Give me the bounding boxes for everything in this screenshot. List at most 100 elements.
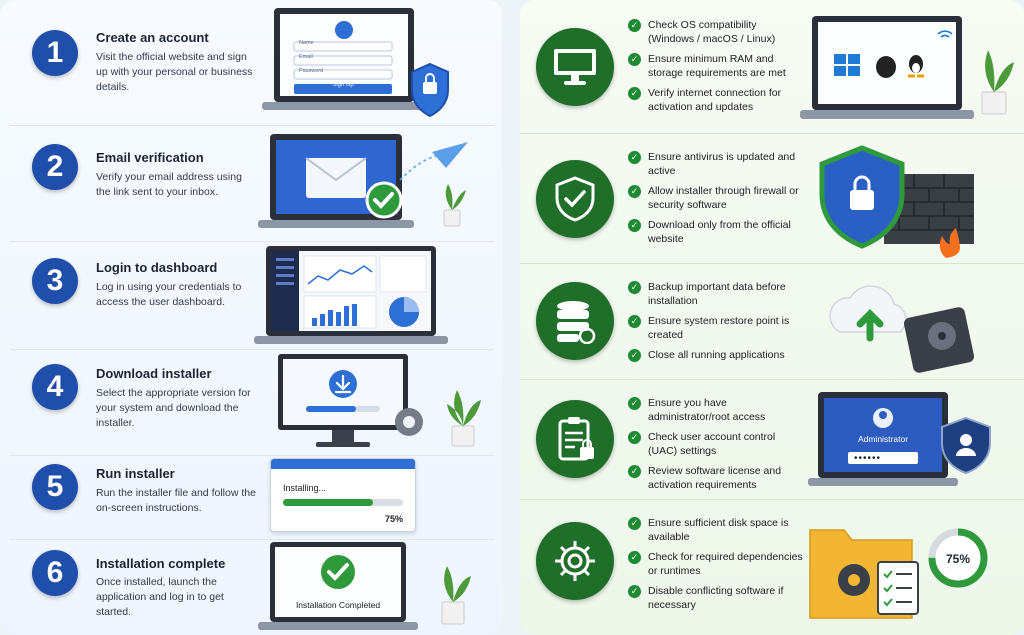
- checklist: ✓Ensure you have administrator/root acce…: [628, 396, 803, 498]
- step-number: 1: [32, 30, 78, 76]
- check-item: ✓Disable conflicting software if necessa…: [628, 584, 803, 612]
- step-3: 3 Login to dashboard Log in using your c…: [10, 242, 494, 350]
- step-number: 5: [32, 464, 78, 510]
- checkmark-icon: ✓: [628, 315, 641, 328]
- section-disk-dependencies: ✓Ensure sufficient disk space is availab…: [520, 500, 1024, 635]
- step-number: 4: [32, 364, 78, 410]
- checkmark-icon: ✓: [628, 431, 641, 444]
- laptop-os-illustration: [800, 16, 1014, 119]
- step-title: Email verification: [96, 150, 204, 165]
- gauge-percent: 75%: [945, 552, 971, 566]
- gear-icon: [555, 541, 595, 581]
- gear-icon-circle: [536, 522, 614, 600]
- check-item: ✓Ensure system restore point is created: [628, 314, 803, 342]
- step-5: 5 Run installer Run the installer file a…: [10, 456, 494, 540]
- name-field-label: Name: [299, 40, 314, 46]
- check-item: ✓Check for required dependencies or runt…: [628, 550, 803, 578]
- section-backup: ✓Backup important data before installati…: [520, 264, 1024, 380]
- gauge-arc: [928, 528, 988, 588]
- avatar-icon: [335, 21, 353, 39]
- step-title: Download installer: [96, 366, 212, 381]
- check-item: ✓Ensure minimum RAM and storage requirem…: [628, 52, 803, 80]
- folder-checklist-illustration: [809, 529, 919, 619]
- step-4: 4 Download installer Select the appropri…: [10, 350, 494, 456]
- step-number: 3: [32, 258, 78, 304]
- signup-button-label: Sign Up: [332, 82, 354, 88]
- paper-plane-icon: [432, 142, 468, 168]
- checkmark-icon: ✓: [628, 185, 641, 198]
- monitor-icon: [554, 49, 596, 85]
- fire-icon: [939, 228, 960, 258]
- monitor-icon-circle: [536, 28, 614, 106]
- laptop-signup-illustration: [262, 8, 449, 118]
- laptop-complete-illustration: [258, 542, 471, 630]
- step-description: Select the appropriate version for your …: [96, 387, 251, 429]
- disk-usage-gauge: [928, 528, 988, 588]
- checkmark-icon: ✓: [628, 87, 641, 100]
- step-title: Installation complete: [96, 556, 226, 571]
- step-description: Verify your email address using the link…: [96, 171, 242, 198]
- windows-logo-icon: [834, 54, 846, 64]
- clipboard-lock-icon-circle: [536, 400, 614, 478]
- checklist: ✓Backup important data before installati…: [628, 280, 803, 368]
- check-item: ✓Allow installer through firewall or sec…: [628, 184, 803, 212]
- checkmark-icon: ✓: [628, 551, 641, 564]
- check-item: ✓Ensure sufficient disk space is availab…: [628, 516, 803, 544]
- window-titlebar: [271, 459, 415, 469]
- check-item: ✓Review software license and activation …: [628, 464, 803, 492]
- cloud-backup-illustration: [829, 285, 975, 373]
- password-field-label: Password: [299, 68, 324, 74]
- check-item: ✓Ensure antivirus is updated and active: [628, 150, 803, 178]
- step-description: Log in using your credentials to access …: [96, 281, 242, 308]
- step-description: Visit the official website and sign up w…: [96, 51, 253, 93]
- checkmark-icon: ✓: [628, 517, 641, 530]
- step-1: 1 Create an account Visit the official w…: [10, 0, 494, 126]
- step-2: 2 Email verification Verify your email a…: [10, 126, 494, 242]
- laptop-email-illustration: [258, 134, 468, 228]
- section-permissions: ✓Ensure you have administrator/root acce…: [520, 380, 1024, 500]
- checkmark-icon: ✓: [628, 585, 641, 598]
- plant-pot-icon: [981, 91, 1007, 115]
- step-title: Create an account: [96, 30, 209, 45]
- installation-completed-text: Installation Completed: [295, 600, 381, 610]
- database-restore-icon-circle: [536, 282, 614, 360]
- checklist: ✓Check OS compatibility (Windows / macOS…: [628, 18, 803, 120]
- check-item: ✓Verify internet connection for activati…: [628, 86, 803, 114]
- email-field-label: Email: [299, 54, 313, 60]
- step-title: Login to dashboard: [96, 260, 218, 275]
- checkmark-icon: ✓: [628, 397, 641, 410]
- upload-arrow-icon: [856, 309, 884, 342]
- plant-pot-icon: [441, 601, 465, 625]
- clipboard-lock-icon: [558, 417, 594, 461]
- progress-fill: [283, 499, 373, 506]
- check-item: ✓Backup important data before installati…: [628, 280, 803, 308]
- wifi-icon: [937, 30, 953, 38]
- step-number: 2: [32, 144, 78, 190]
- section-system-requirements: ✓Check OS compatibility (Windows / macOS…: [520, 0, 1024, 134]
- checklist: ✓Ensure sufficient disk space is availab…: [628, 516, 803, 618]
- step-number: 6: [32, 550, 78, 596]
- installing-label: Installing...: [283, 483, 327, 493]
- cloud-icon: [829, 285, 907, 333]
- apple-logo-icon: [876, 56, 896, 78]
- installation-steps-panel: 1 Create an account Visit the official w…: [0, 0, 502, 635]
- plant-pot-icon: [451, 425, 475, 447]
- monitor-download-illustration: [278, 354, 481, 447]
- shield-firewall-illustration: [819, 145, 974, 258]
- check-item: ✓Download only from the official website: [628, 218, 803, 246]
- shield-check-icon-circle: [536, 160, 614, 238]
- checkmark-icon: ✓: [628, 349, 641, 362]
- step-6: 6 Installation complete Once installed, …: [10, 540, 494, 635]
- checklist: ✓Ensure antivirus is updated and active …: [628, 150, 803, 252]
- plant-pot-icon: [443, 209, 461, 227]
- step-description: Run the installer file and follow the on…: [96, 487, 256, 514]
- shield-check-icon: [555, 176, 595, 222]
- step-title: Run installer: [96, 466, 175, 481]
- checkmark-icon: ✓: [628, 53, 641, 66]
- prerequisites-panel: ✓Check OS compatibility (Windows / macOS…: [520, 0, 1024, 635]
- laptop-admin-illustration: [808, 392, 991, 486]
- database-restore-icon: [557, 301, 596, 344]
- check-item: ✓Close all running applications: [628, 348, 803, 362]
- progress-percent: 75%: [384, 514, 403, 524]
